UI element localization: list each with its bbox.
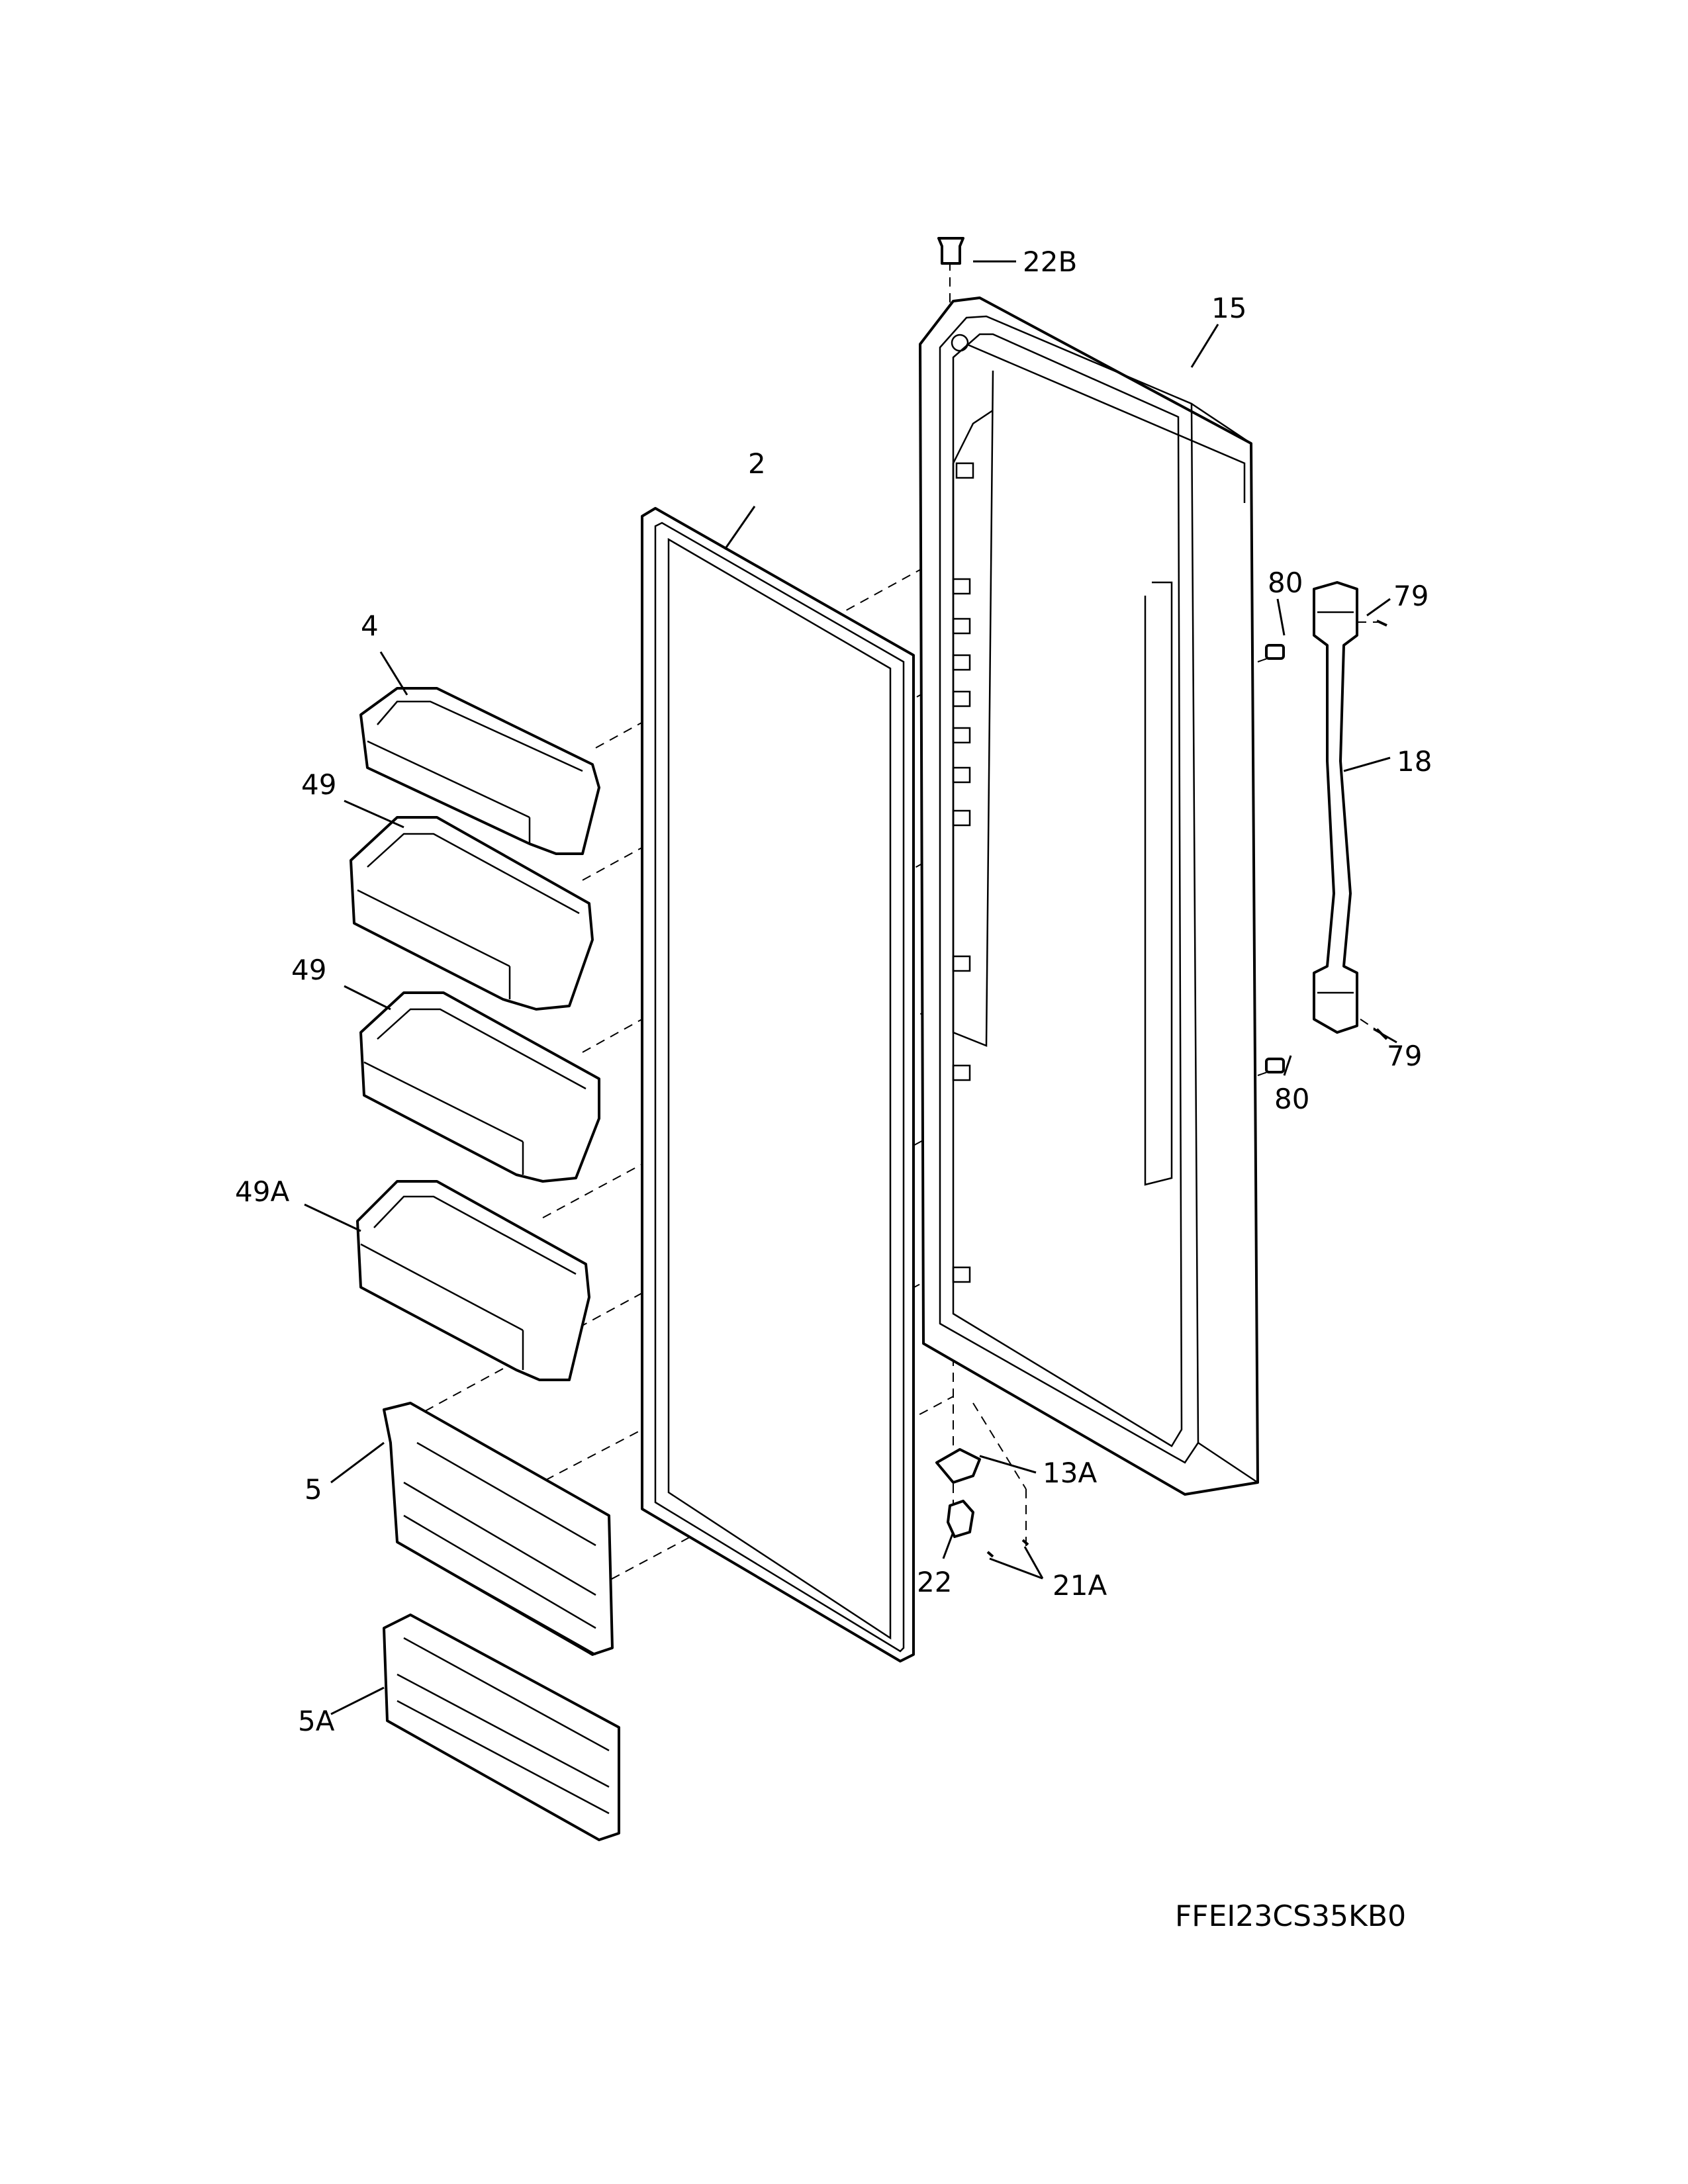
callout-leader-lines: [304, 260, 1397, 1715]
callout-22B: 22B: [1023, 246, 1077, 278]
door-bin-49a: [356, 1180, 590, 1381]
callout-2: 2: [748, 447, 766, 480]
callout-49-upper: 49: [301, 768, 336, 801]
callout-5: 5: [305, 1473, 322, 1506]
hardware-parts: [935, 237, 1388, 1558]
callout-79-top: 79: [1393, 580, 1429, 612]
callout-13A: 13A: [1043, 1457, 1097, 1489]
callout-15: 15: [1211, 292, 1246, 324]
callout-80-bottom: 80: [1274, 1083, 1309, 1115]
door-gasket: [641, 507, 915, 1662]
callout-79-bottom: 79: [1387, 1040, 1422, 1072]
callout-labels: 22B 15 2 4 49 49 49A 5 5A 80 80 79 79 18…: [235, 246, 1432, 1737]
door-shelf-5a: [383, 1614, 620, 1841]
callout-5A: 5A: [298, 1705, 335, 1737]
door-bin-4: [359, 687, 600, 855]
callout-4: 4: [361, 610, 379, 642]
callout-22: 22: [917, 1566, 952, 1598]
door-handle: [1313, 581, 1358, 1034]
door-bin-49-upper: [350, 816, 594, 1011]
callout-49-lower: 49: [291, 954, 326, 986]
callout-80-top: 80: [1268, 567, 1303, 599]
callout-18: 18: [1397, 745, 1432, 778]
door-liner: [919, 296, 1259, 1496]
model-number: FFEI23CS35KB0: [1175, 1899, 1406, 1933]
door-shelf-5: [383, 1402, 614, 1656]
callout-49A: 49A: [235, 1175, 289, 1208]
callout-21A: 21A: [1053, 1569, 1107, 1602]
door-bin-49-lower: [359, 991, 600, 1183]
